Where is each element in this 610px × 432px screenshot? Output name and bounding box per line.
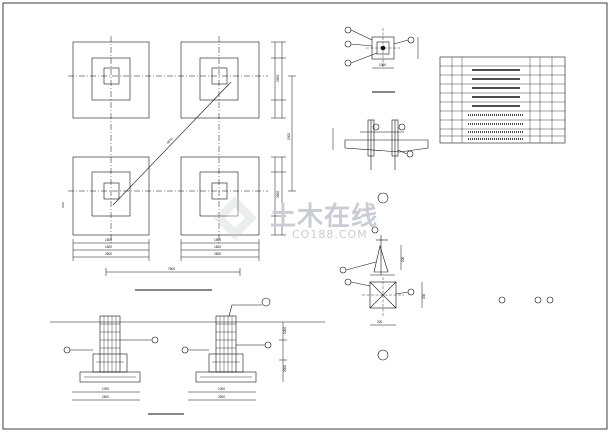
- side-dim-2: 1500: [287, 133, 291, 140]
- note-circle-1: [498, 296, 506, 304]
- row-dim-1: 1500: [105, 238, 112, 242]
- note-circle-2: [534, 296, 542, 304]
- row-dim-2: 1600: [105, 245, 112, 249]
- watermark-site: CO188.COM: [292, 228, 368, 241]
- row-dim-5: 1600: [214, 245, 221, 249]
- footing-plan: [62, 36, 296, 291]
- row-dim-4: 1500: [214, 238, 221, 242]
- tumu-logo-icon: [213, 196, 257, 240]
- row-dim-6: 2500: [214, 252, 221, 256]
- section-dim-3: 1000: [218, 387, 225, 391]
- material-table: [439, 56, 566, 144]
- section-1: [63, 315, 159, 401]
- detail-top-dim: 1000: [379, 63, 386, 67]
- section-2: [181, 297, 287, 401]
- footing-tr: [180, 41, 260, 119]
- section-elev-1: 1000: [283, 327, 287, 334]
- side-dim-3: 2500: [276, 191, 280, 198]
- row-dim-3: 2500: [105, 252, 112, 256]
- side-dim-1: 2500: [276, 75, 280, 82]
- section-elev-2: 2000: [283, 365, 287, 372]
- column-sections: [50, 297, 325, 415]
- total-dim: 7600: [168, 267, 175, 271]
- small-dim-1: 200: [377, 320, 383, 324]
- base-plate-detail: [332, 119, 429, 204]
- column-plan-detail: [344, 26, 419, 93]
- section-dim-1: 1000: [102, 387, 109, 391]
- diag-dim: 4500: [166, 137, 174, 145]
- note-circle-3: [546, 296, 554, 304]
- anchor-detail: [339, 226, 423, 361]
- small-dim-2: 100: [401, 256, 405, 262]
- section-dim-2: 2500: [102, 395, 109, 399]
- small-dim-3: 200: [422, 293, 426, 299]
- section-dim-4: 2500: [218, 395, 225, 399]
- watermark-brand: 土木在线: [270, 202, 379, 232]
